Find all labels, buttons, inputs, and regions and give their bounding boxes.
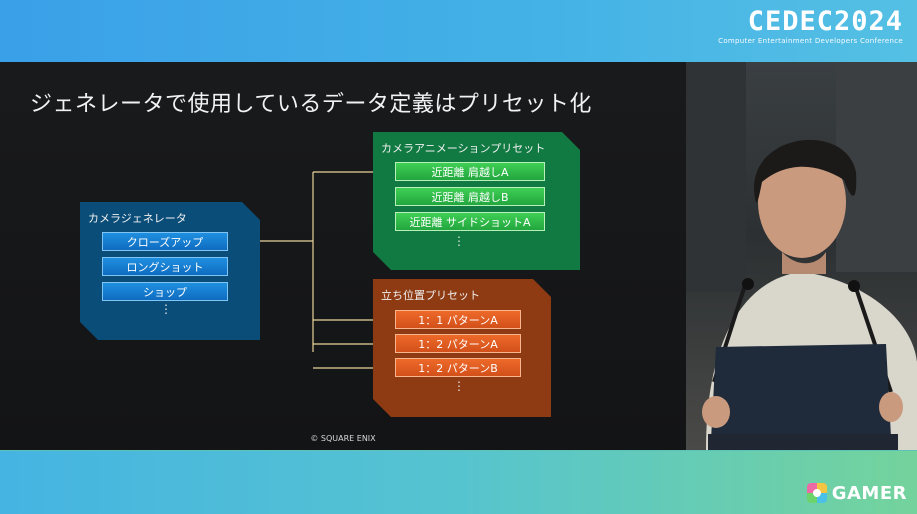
generator-panel: カメラジェネレータ クローズアップ ロングショット ショップ ⋮ [80,202,260,340]
position-preset-label: 立ち位置プリセット [381,289,480,302]
cedec-logo: CEDEC2024 Computer Entertainment Develop… [718,6,903,46]
speaker-illustration [686,62,917,450]
position-preset-ellipsis: ⋮ [453,379,465,393]
gamer-logo-icon [806,483,827,503]
camera-preset-panel: カメラアニメーションプリセット 近距離 肩越しA 近距離 肩越しB 近距離 サイ… [373,132,580,270]
bottom-banner [0,451,917,514]
generator-label: カメラジェネレータ [88,212,187,225]
camera-preset-item: 近距離 サイドショットA [395,212,545,231]
logo-main-text: CEDEC2024 [747,6,903,37]
position-preset-item: 1：2 パターンA [395,334,521,353]
gamer-watermark-text: GAMER [831,482,907,504]
camera-preset-item: 近距離 肩越しB [395,187,545,206]
position-preset-item: 1：1 パターンA [395,310,521,329]
speaker-camera-feed [686,62,917,450]
slide-title: ジェネレータで使用しているデータ定義はプリセット化 [30,92,592,117]
generator-item-longshot: ロングショット [102,257,228,276]
slide-copyright: © SQUARE ENIX [310,434,376,443]
position-preset-panel: 立ち位置プリセット 1：1 パターンA 1：2 パターンA 1：2 パターンB … [373,279,551,417]
gamer-watermark: GAMER [806,482,907,504]
camera-preset-label: カメラアニメーションプリセット [381,142,546,155]
position-preset-item: 1：2 パターンB [395,358,521,377]
logo-sub-text: Computer Entertainment Developers Confer… [718,37,903,45]
camera-preset-ellipsis: ⋮ [453,234,465,248]
generator-item-shop: ショップ [102,282,228,301]
presentation-slide: ジェネレータで使用しているデータ定義はプリセット化 カメラジェネレータ クローズ… [0,62,686,450]
generator-item-closeup: クローズアップ [102,232,228,251]
camera-preset-item: 近距離 肩越しA [395,162,545,181]
top-banner [0,0,917,62]
generator-ellipsis: ⋮ [160,302,172,316]
